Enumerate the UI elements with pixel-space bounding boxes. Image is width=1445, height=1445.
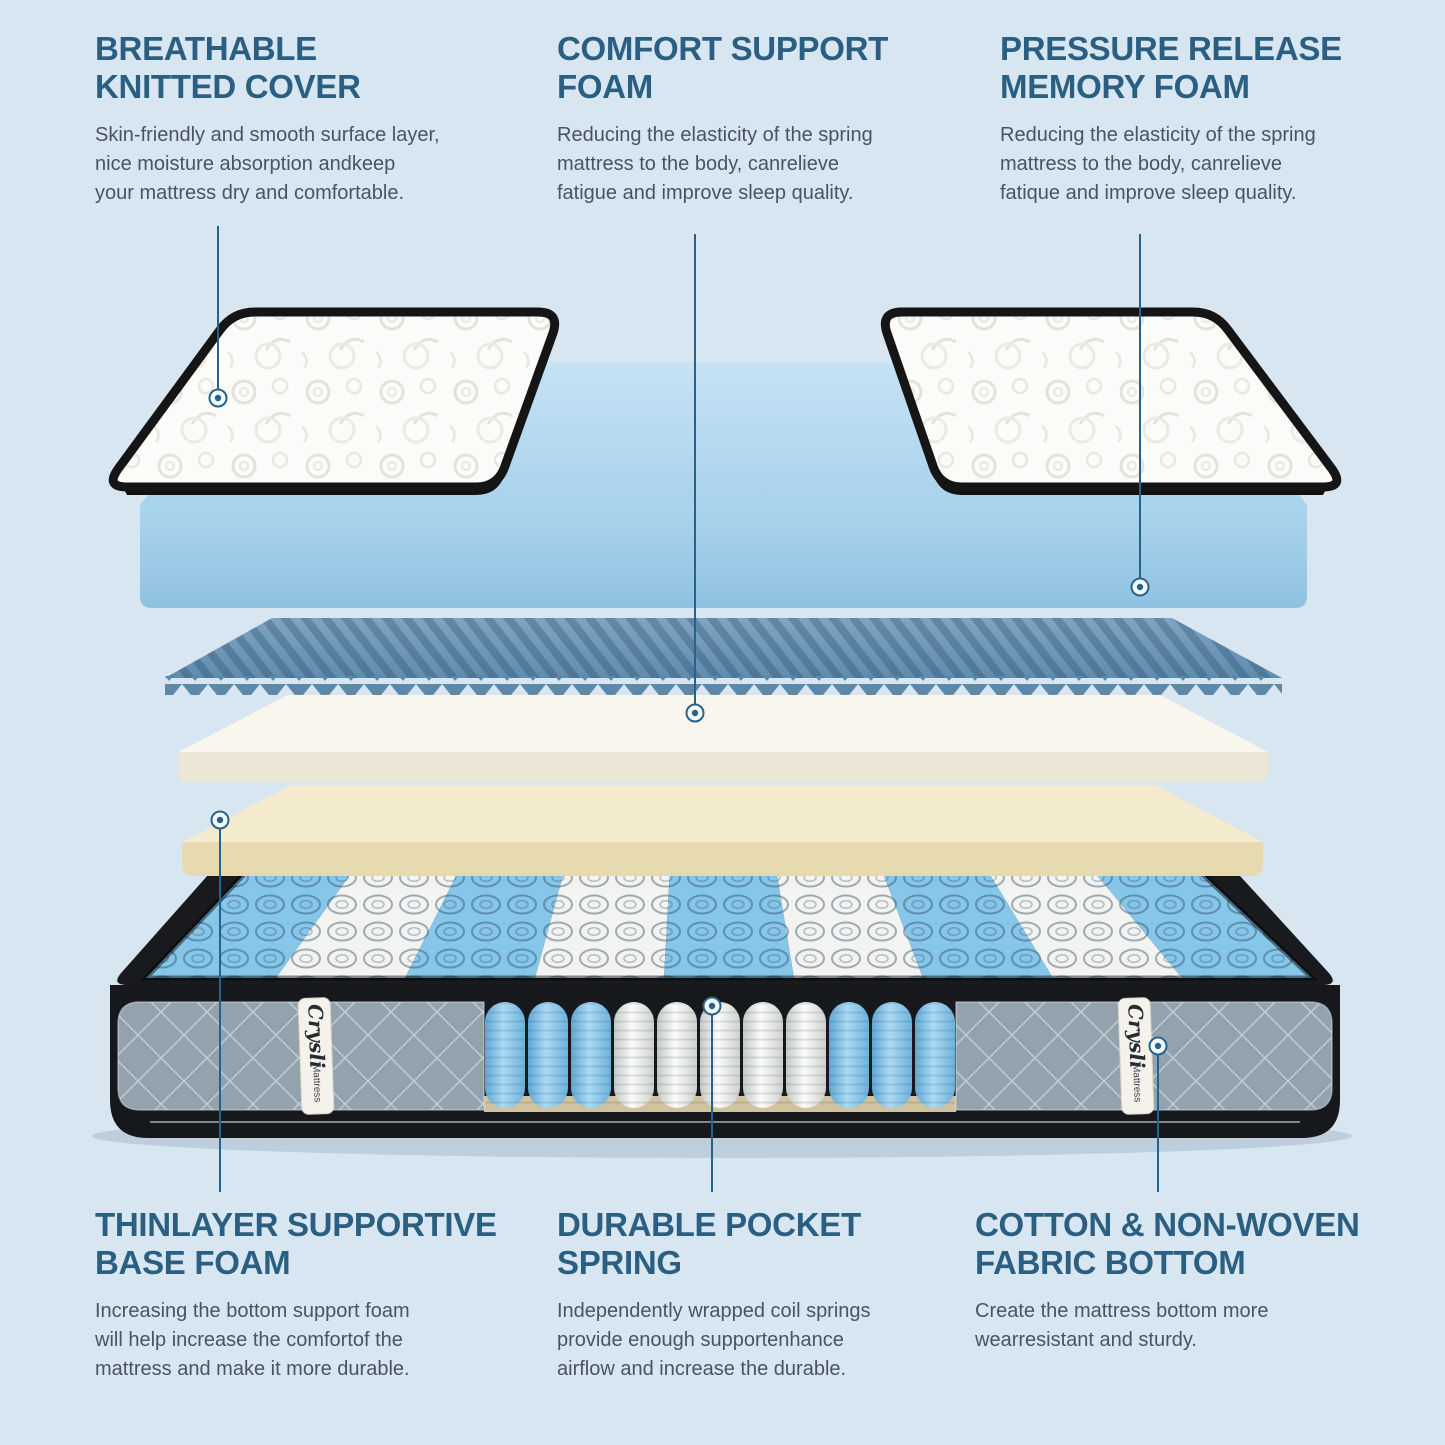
callout-body: Reducing the elasticity of the spring ma… xyxy=(1000,124,1316,205)
brand-script-text: Crysli xyxy=(303,1004,329,1069)
callout-marker-memory-foam xyxy=(1130,577,1150,597)
callout-body: Independently wrapped coil springs provi… xyxy=(557,1300,871,1381)
callout-title: PRESSURE RELEASE MEMORY FOAM xyxy=(1000,30,1342,105)
callout-marker-knitted-cover xyxy=(208,388,228,408)
knitted-cover-layer xyxy=(108,307,1342,495)
brand-label-right: Crysli Mattress xyxy=(1117,997,1155,1115)
brand-label-left: Crysli Mattress xyxy=(297,997,335,1115)
callout-marker-pocket-spring xyxy=(702,996,722,1016)
callout-markers xyxy=(208,388,1168,1056)
brand-label-text: Mattress xyxy=(1130,1064,1142,1103)
callout-body: Increasing the bottom support foam will … xyxy=(95,1300,410,1381)
spring-top-surface xyxy=(140,865,1319,981)
callout-marker-base-foam xyxy=(210,810,230,830)
callout-durable-pocket-spring: DURABLE POCKET SPRING Independently wrap… xyxy=(557,1206,995,1384)
callout-marker-comfort-foam xyxy=(685,703,705,723)
spring-cylinders xyxy=(485,1002,955,1108)
convoluted-foam-layer xyxy=(165,618,1282,695)
pocket-spring-base: Crysli Mattress Crysli Mattress xyxy=(110,852,1340,1138)
brand-label-text: Mattress xyxy=(310,1064,322,1103)
callout-title: BREATHABLE KNITTED COVER xyxy=(95,30,361,105)
callout-title: COTTON & NON-WOVEN FABRIC BOTTOM xyxy=(975,1206,1360,1281)
callout-breathable-knitted-cover: BREATHABLE KNITTED COVER Skin-friendly a… xyxy=(95,30,533,208)
callout-pressure-release-memory-foam: PRESSURE RELEASE MEMORY FOAM Reducing th… xyxy=(1000,30,1438,208)
callout-thinlayer-supportive-base-foam: THINLAYER SUPPORTIVE BASE FOAM Increasin… xyxy=(95,1206,533,1384)
yellow-base-foam-layer xyxy=(182,785,1263,876)
callout-body: Reducing the elasticity of the spring ma… xyxy=(557,124,873,205)
callout-marker-fabric-bottom xyxy=(1148,1036,1168,1056)
callout-body: Create the mattress bottom more wearresi… xyxy=(975,1300,1269,1352)
callout-cotton-non-woven-fabric-bottom: COTTON & NON-WOVEN FABRIC BOTTOM Create … xyxy=(975,1206,1413,1355)
callout-title: COMFORT SUPPORT FOAM xyxy=(557,30,888,105)
white-base-foam-layer xyxy=(178,695,1268,782)
callout-body: Skin-friendly and smooth surface layer, … xyxy=(95,124,440,205)
callout-title: DURABLE POCKET SPRING xyxy=(557,1206,861,1281)
brand-script-text: Crysli xyxy=(1123,1004,1149,1069)
callout-comfort-support-foam: COMFORT SUPPORT FOAM Reducing the elasti… xyxy=(557,30,995,208)
callout-title: THINLAYER SUPPORTIVE BASE FOAM xyxy=(95,1206,497,1281)
callout-lines xyxy=(217,226,1159,1192)
